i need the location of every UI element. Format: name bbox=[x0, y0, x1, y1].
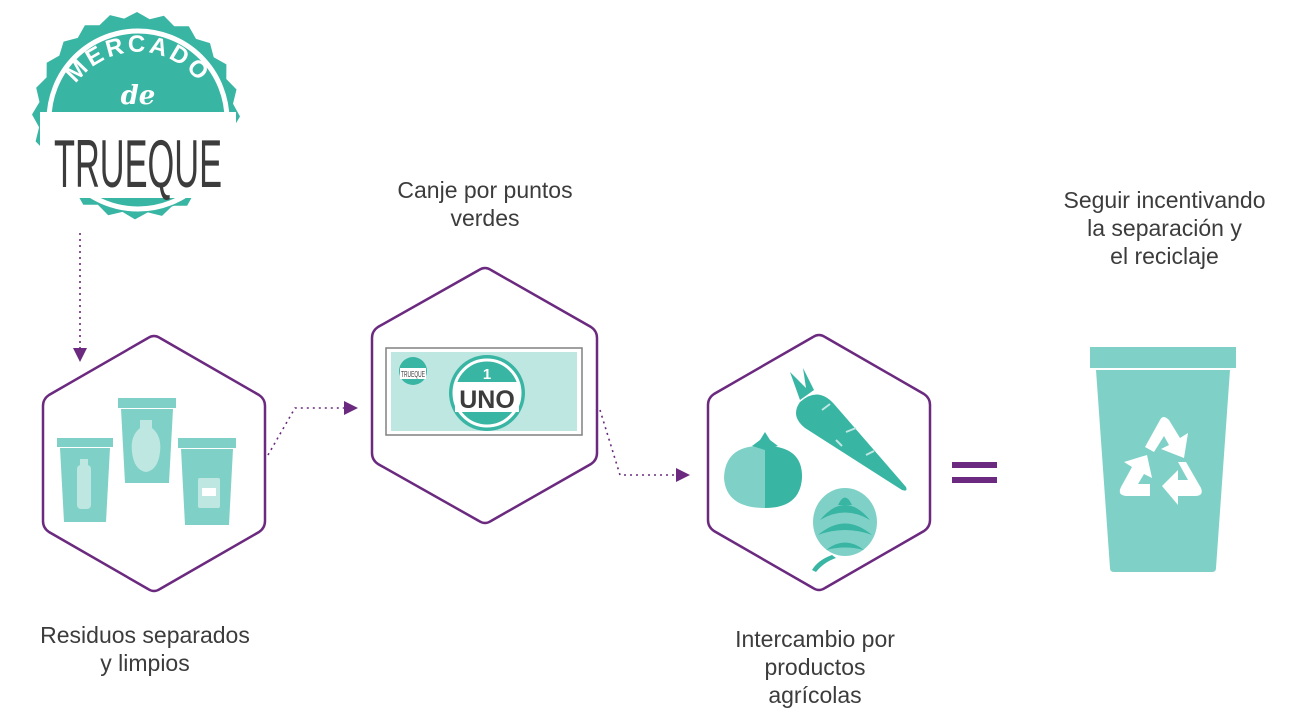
step1-label: Residuos separados y limpios bbox=[0, 621, 290, 677]
step2-label-line1: Canje por puntos bbox=[397, 177, 573, 203]
logo-white-band bbox=[40, 112, 236, 198]
containers-icon bbox=[57, 398, 236, 525]
step2-label-line2: verdes bbox=[450, 205, 520, 231]
svg-text:TRUEQUE: TRUEQUE bbox=[401, 370, 425, 379]
banknote-word: UNO bbox=[459, 386, 515, 414]
step3-label-line3: agrícolas bbox=[768, 682, 862, 708]
step2-label: Canje por puntos verdes bbox=[355, 176, 615, 232]
result-label-line1: Seguir incentivando bbox=[1063, 187, 1266, 213]
logo-word-de: de bbox=[121, 81, 156, 111]
recycle-symbol-icon bbox=[1119, 417, 1202, 505]
step2-to-step3-arrow bbox=[599, 409, 690, 482]
result-label-line2: la separación y bbox=[1087, 215, 1242, 241]
step1-label-line1: Residuos separados bbox=[40, 622, 250, 648]
result-label: Seguir incentivando la separación y el r… bbox=[1025, 186, 1304, 270]
recycle-bin-icon bbox=[1090, 347, 1236, 572]
result-label-line3: el reciclaje bbox=[1110, 243, 1219, 269]
vegetables-icon bbox=[724, 368, 907, 572]
step1-to-step2-arrow bbox=[267, 401, 358, 456]
equals-sign bbox=[952, 462, 997, 483]
step3-label: Intercambio por productos agrícolas bbox=[690, 625, 940, 709]
tomato-icon bbox=[724, 432, 803, 508]
mercado-de-trueque-logo: MERCADO de TRUEQUE bbox=[32, 12, 240, 220]
banknote-icon: TRUEQUE 1 UNO bbox=[385, 347, 583, 436]
logo-word-trueque: TRUEQUE bbox=[54, 126, 222, 202]
step1-label-line2: y limpios bbox=[100, 650, 190, 676]
artichoke-icon bbox=[812, 488, 877, 572]
step3-label-line2: productos bbox=[764, 654, 866, 680]
step3-label-line1: Intercambio por bbox=[735, 626, 895, 652]
banknote-number: 1 bbox=[483, 366, 491, 383]
carrot-icon bbox=[790, 368, 907, 491]
logo-to-step1-arrow bbox=[73, 233, 87, 362]
